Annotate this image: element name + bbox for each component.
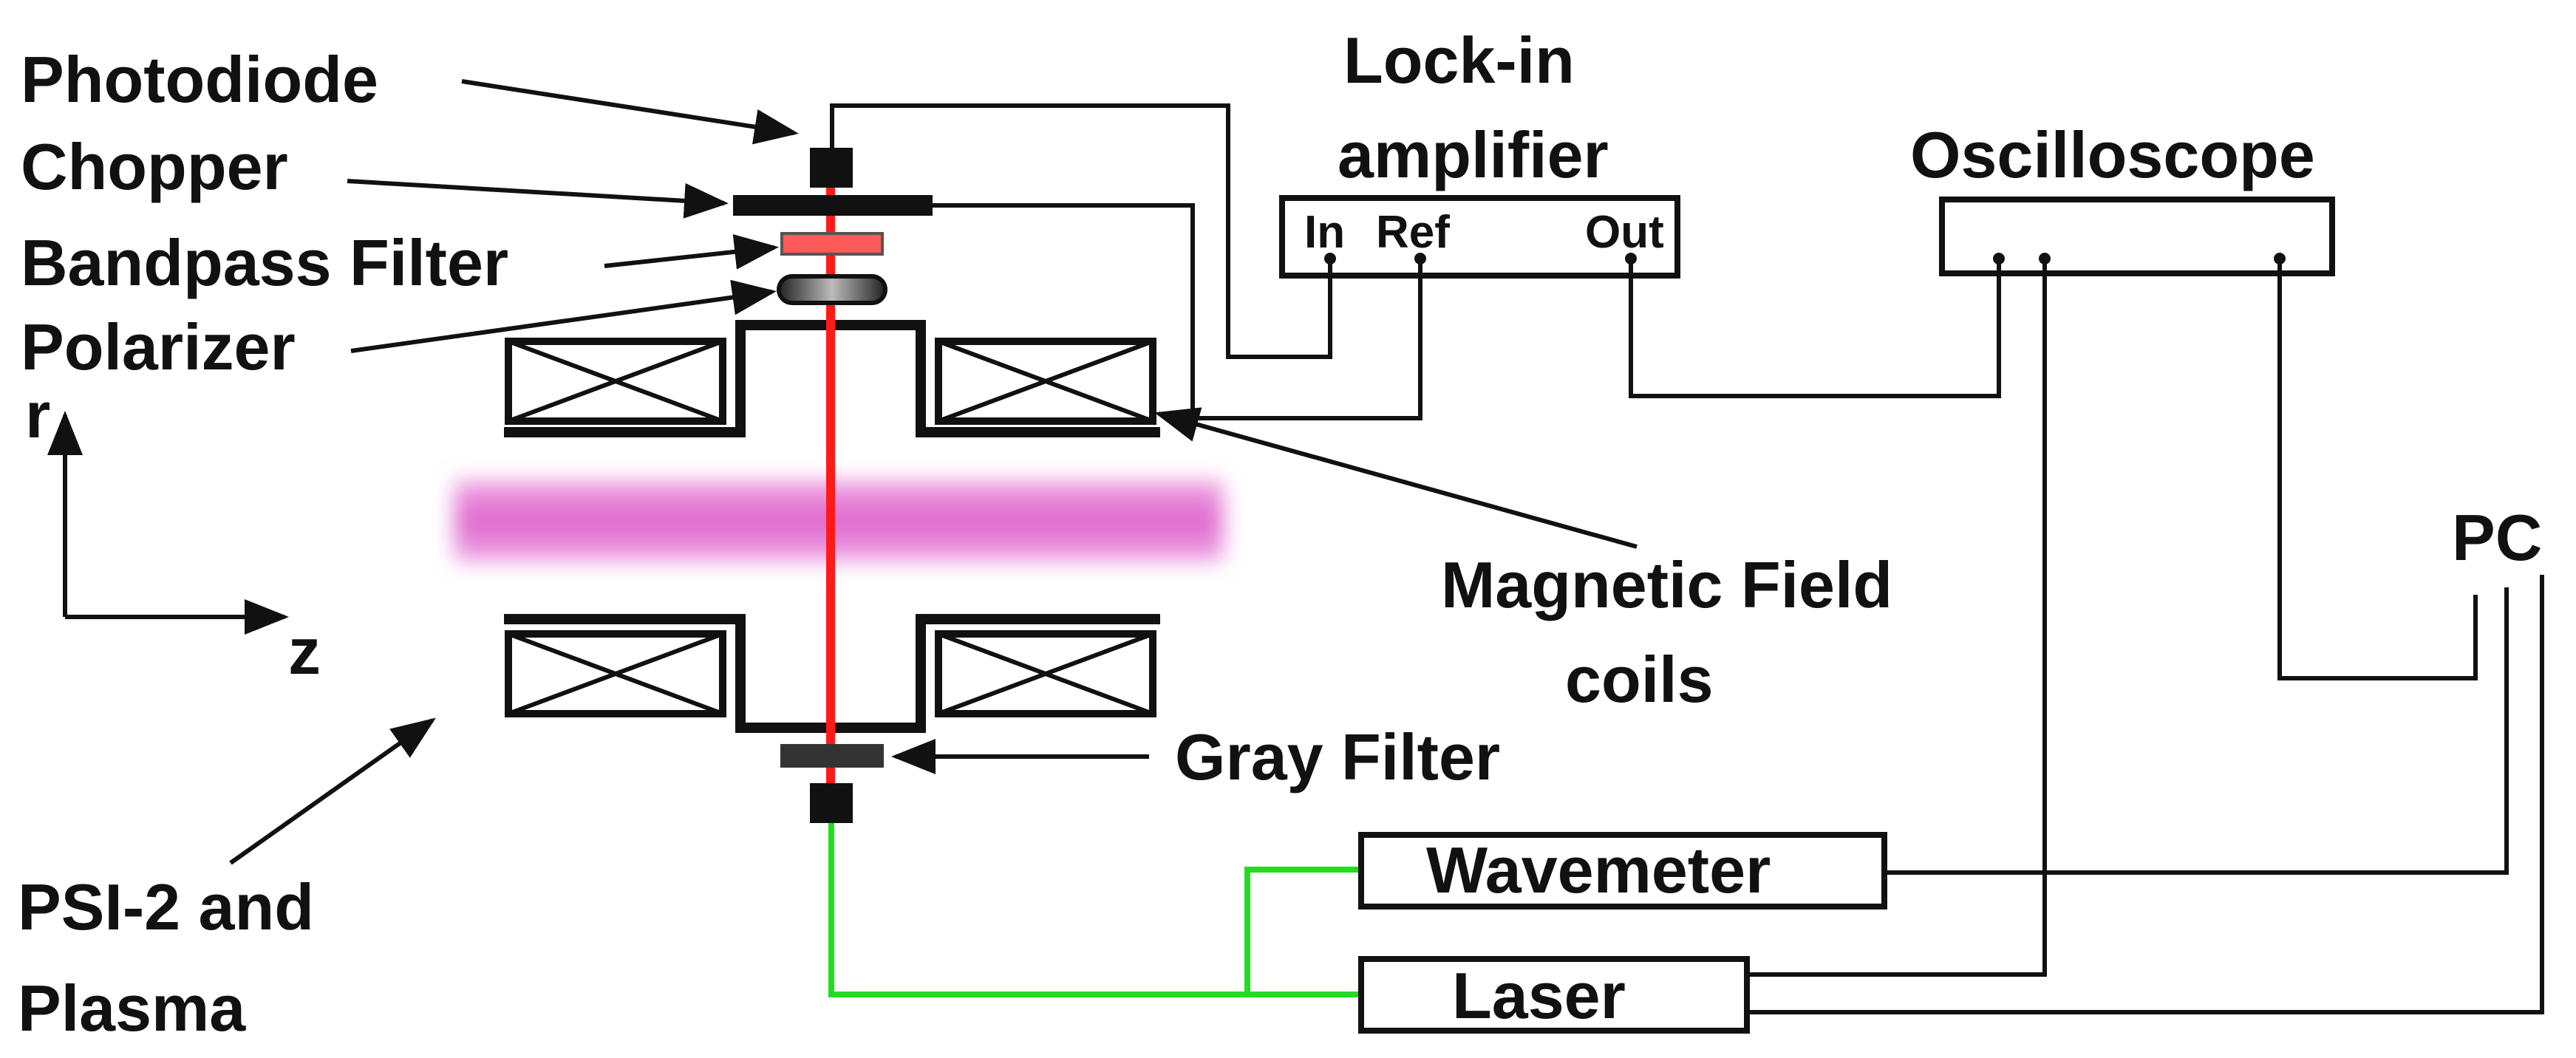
lockin-ref-terminal[interactable] — [1414, 253, 1426, 264]
lockin-label-line2: amplifier — [1338, 118, 1609, 191]
bandpass-filter-label: Bandpass Filter — [21, 226, 508, 299]
lockin-ref-label: Ref — [1376, 207, 1450, 258]
arrow-photodiode — [461, 79, 799, 145]
coil-upper-left — [505, 338, 726, 425]
coil-lower-right — [935, 630, 1156, 717]
lockin-in-terminal[interactable] — [1324, 253, 1336, 264]
chopper — [733, 195, 933, 216]
polarizer — [777, 274, 887, 305]
gray-filter — [780, 744, 884, 768]
plasma-column — [454, 480, 1223, 562]
psi-2-label-line1: PSI-2 and — [18, 870, 314, 943]
oscilloscope-label: Oscilloscope — [1910, 118, 2315, 191]
arrow-chopper — [347, 179, 729, 219]
oscilloscope-terminal-1[interactable] — [1993, 253, 2005, 264]
wire-wavemeter-to-pc — [1884, 587, 2509, 875]
laser-label: Laser — [1452, 959, 1626, 1032]
photodiode — [810, 148, 853, 188]
photodiode-label: Photodiode — [21, 43, 378, 116]
oscilloscope-box[interactable] — [1939, 197, 2335, 276]
laser-input-port — [810, 783, 853, 823]
arrow-polarizer — [350, 279, 777, 353]
bandpass-filter — [780, 232, 884, 256]
oscilloscope-terminal-3[interactable] — [2274, 253, 2286, 264]
polarizer-label: Polarizer — [21, 310, 296, 383]
lockin-out-terminal[interactable] — [1625, 253, 1637, 264]
lockin-out-label: Out — [1585, 207, 1664, 258]
laser-box[interactable] — [1358, 956, 1750, 1034]
wire-lockin-out-to-oscilloscope — [1629, 259, 2001, 398]
axis-r-label: r — [25, 378, 50, 451]
psi-2-label-line2: Plasma — [18, 972, 246, 1045]
optical-fiber — [828, 823, 1361, 997]
wire-photodiode-to-lockin-in — [830, 103, 1332, 359]
oscilloscope-terminal-2[interactable] — [2039, 253, 2051, 264]
coil-upper-right — [935, 338, 1156, 425]
pc-label: PC — [2452, 501, 2542, 574]
wavemeter-box[interactable] — [1358, 832, 1887, 909]
arrow-psi-2 — [229, 717, 436, 865]
arrow-magnetic-field-coils — [1154, 407, 1638, 549]
axis-z-label: z — [288, 615, 321, 688]
wavemeter-label: Wavemeter — [1426, 833, 1771, 907]
chopper-label: Chopper — [21, 130, 288, 203]
coil-lower-left — [505, 630, 726, 717]
lockin-label-line1: Lock-in — [1343, 24, 1575, 97]
gray-filter-label: Gray Filter — [1175, 720, 1500, 794]
wire-oscilloscope-to-laser — [1747, 259, 2047, 977]
arrow-bandpass-filter — [604, 233, 779, 270]
lockin-amplifier-box[interactable] — [1279, 195, 1680, 279]
magnetic-field-label-line2: coils — [1565, 643, 1714, 716]
wire-laser-to-pc — [1747, 575, 2544, 1014]
lockin-in-label: In — [1304, 207, 1345, 258]
wire-oscilloscope-to-pc — [2277, 259, 2478, 680]
magnetic-field-label-line1: Magnetic Field — [1441, 548, 1892, 621]
